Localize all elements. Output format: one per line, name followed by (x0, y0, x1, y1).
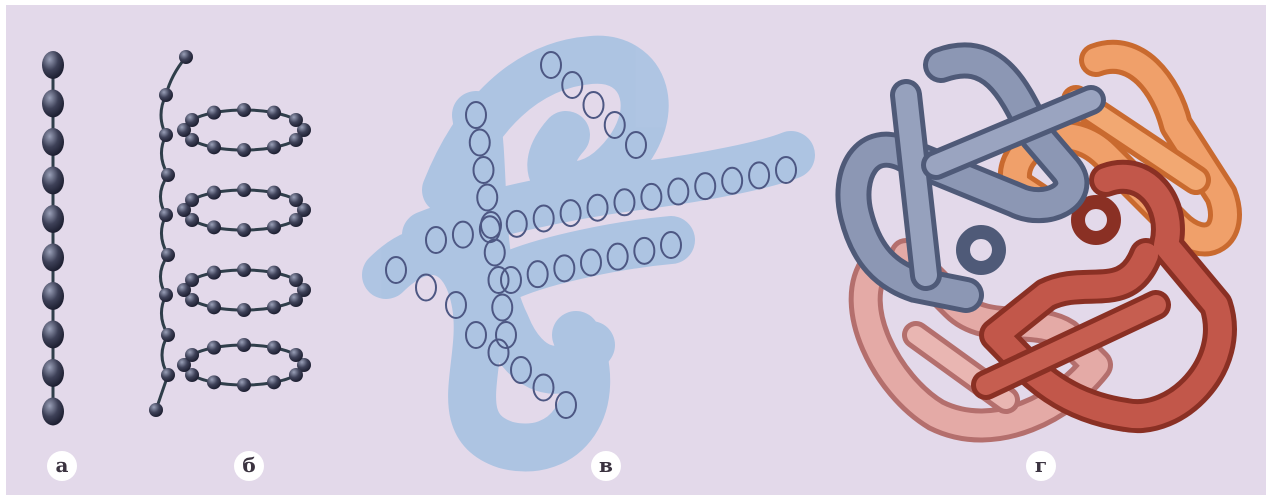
panel-a-primary-chain (42, 51, 64, 426)
chain-bead (42, 321, 64, 349)
helix-bead (267, 341, 281, 355)
helix-bead (237, 103, 251, 117)
helix-bead (185, 193, 199, 207)
panel-b-helix (149, 50, 311, 417)
helix-bead (267, 220, 281, 234)
helix-bead (161, 368, 175, 382)
helix-bead (159, 208, 173, 222)
protein-structure-figure: а б в г (6, 5, 1266, 495)
helix-bead (149, 403, 163, 417)
helix-bead (289, 368, 303, 382)
helix-bead (207, 140, 221, 154)
helix-bead (207, 266, 221, 280)
coil-loop (584, 92, 604, 118)
helix-bead (161, 248, 175, 262)
panel-label-d: г (1026, 451, 1056, 481)
panel-label-b: б (234, 451, 264, 481)
helix-bead (267, 300, 281, 314)
panel-c-tertiary-fold (386, 52, 796, 447)
helix-bead (179, 50, 193, 64)
helix-bead (237, 143, 251, 157)
helix-bead (207, 106, 221, 120)
helix-bead (289, 213, 303, 227)
subunit-blue-gray (853, 60, 1091, 295)
helix-bead (267, 140, 281, 154)
chain-bead (42, 244, 64, 272)
helix-bead (289, 273, 303, 287)
helix-bead (289, 348, 303, 362)
helix-bead (237, 223, 251, 237)
helix-bead (207, 341, 221, 355)
helix-bead (207, 375, 221, 389)
helix-bead (289, 293, 303, 307)
helix-bead (159, 88, 173, 102)
helix-bead (237, 183, 251, 197)
helix-bead (237, 303, 251, 317)
helix-bead (267, 266, 281, 280)
helix-bead (289, 133, 303, 147)
helix-bead (289, 193, 303, 207)
helix-bead (289, 113, 303, 127)
helix-bead (267, 106, 281, 120)
chain-bead (42, 90, 64, 118)
chain-bead (42, 205, 64, 233)
figure-artwork (6, 5, 1266, 495)
helix-bead (207, 220, 221, 234)
panel-label-a: а (47, 451, 77, 481)
helix-bead (237, 263, 251, 277)
chain-bead (42, 128, 64, 156)
helix-bead (237, 378, 251, 392)
helix-bead (159, 288, 173, 302)
panel-d-quaternary (853, 57, 1225, 426)
helix-bead (161, 328, 175, 342)
helix-bead (185, 273, 199, 287)
helix-bead (237, 338, 251, 352)
helix-bead (185, 113, 199, 127)
helix-bead (159, 128, 173, 142)
helix-bead (185, 348, 199, 362)
chain-bead (42, 167, 64, 195)
helix-bead (207, 300, 221, 314)
helix-bead (267, 375, 281, 389)
chain-bead (42, 51, 64, 79)
chain-bead (42, 359, 64, 387)
helix-bead (161, 168, 175, 182)
coil-loop (416, 275, 436, 301)
chain-bead (42, 282, 64, 310)
helix-bead (267, 186, 281, 200)
helix-bead (207, 186, 221, 200)
chain-bead (42, 398, 64, 426)
panel-label-c: в (591, 451, 621, 481)
